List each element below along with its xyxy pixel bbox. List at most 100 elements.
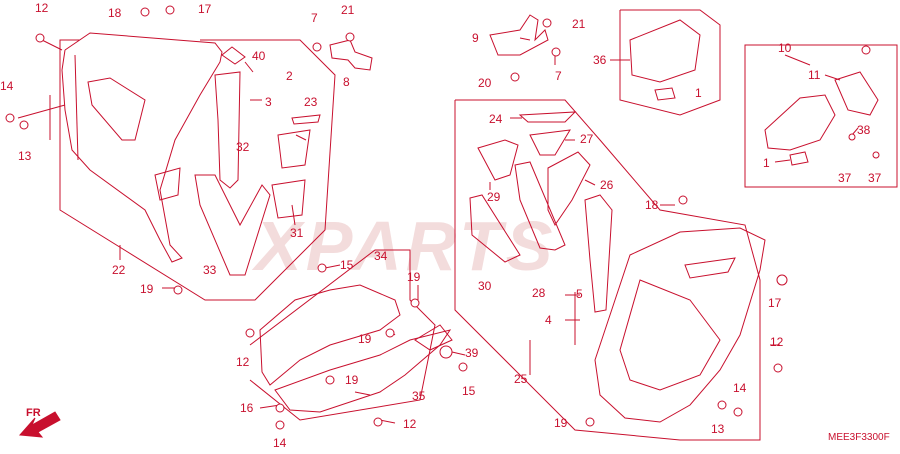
- leader-line: [295, 134, 307, 141]
- callout: 28: [532, 286, 546, 300]
- inner-panel-left-edge: [74, 54, 79, 161]
- strip-part-2: [214, 71, 241, 189]
- leader-line: [519, 37, 531, 41]
- callout: 14: [0, 79, 14, 93]
- callout: 20: [478, 76, 492, 90]
- callout: 22: [112, 263, 126, 277]
- pad-part-33: [194, 174, 271, 276]
- decal-part-30: [469, 194, 521, 263]
- leader-line: [824, 74, 841, 81]
- bolt-12-icon: [245, 328, 255, 338]
- lower-cowl-part-34: [259, 284, 401, 386]
- clip-18-icon: [140, 7, 150, 17]
- callout: 36: [593, 53, 607, 67]
- screw-19-icon: [325, 375, 335, 385]
- duct-part-36: [629, 19, 701, 83]
- callout: 11: [808, 68, 821, 82]
- decal-part-26: [547, 151, 591, 227]
- inner-panel-left-recess: [87, 77, 146, 141]
- callout-labels: 12 18 17 7 21 40 2 3 8 14 13 23 32 31 22…: [0, 1, 882, 450]
- leader-line: [451, 351, 466, 356]
- group-box-part-36: [619, 9, 721, 116]
- leader-line: [784, 54, 811, 66]
- callout: 27: [580, 132, 594, 146]
- bolt-21-icon: [542, 18, 552, 28]
- callout: 32: [236, 140, 250, 154]
- washer-37-icon: [872, 151, 880, 159]
- leader-line: [17, 104, 66, 119]
- callout: 15: [462, 384, 476, 398]
- callout: 23: [304, 95, 318, 109]
- screw-19-icon: [410, 298, 420, 308]
- leader-line: [584, 179, 596, 186]
- callout: 3: [265, 95, 272, 109]
- bracket-part-8: [329, 39, 373, 71]
- callout: 19: [407, 270, 421, 284]
- callout: 5: [576, 287, 583, 301]
- callout: 29: [487, 190, 501, 204]
- grommet-39-icon: [439, 345, 453, 359]
- callout: 33: [203, 263, 217, 277]
- callout: 14: [733, 381, 747, 395]
- clip-38-icon: [861, 45, 871, 55]
- screw-37-icon: [848, 133, 856, 141]
- side-cowl-right-logo: [684, 257, 736, 279]
- callout: 39: [465, 346, 479, 360]
- callout: 21: [341, 3, 355, 17]
- callout: 8: [343, 75, 350, 89]
- callout: 30: [478, 279, 492, 293]
- callout: 37: [868, 171, 882, 185]
- decal-part-27: [529, 129, 571, 156]
- callout: 7: [555, 69, 562, 83]
- callout: 15: [340, 258, 354, 272]
- callout: 21: [572, 17, 586, 31]
- group-box-right: [454, 99, 761, 441]
- leader-line: [354, 391, 371, 396]
- fasteners: [5, 5, 880, 430]
- callout: 1: [695, 86, 702, 100]
- callout: 12: [770, 335, 784, 349]
- tag-part-1b: [789, 151, 809, 166]
- leader-line: [291, 204, 296, 226]
- callout: 12: [35, 1, 49, 15]
- leader-line: [324, 264, 341, 269]
- pad-part-23: [291, 114, 321, 125]
- nut-13-icon: [19, 120, 29, 130]
- lower-cowl-group-box: [249, 249, 436, 421]
- callout: 35: [412, 389, 426, 403]
- inner-panel-left-tab: [154, 167, 181, 201]
- group-box-left: [59, 39, 336, 301]
- callout: 26: [600, 178, 614, 192]
- diagram-lines: [17, 9, 898, 441]
- diagram-code: MEE3F3300F: [828, 432, 890, 443]
- callout: 24: [489, 112, 503, 126]
- callout: 19: [358, 332, 372, 346]
- nut-13-icon: [717, 400, 727, 410]
- screw-19-icon: [585, 417, 595, 427]
- callout: 12: [236, 355, 250, 369]
- inner-panel-left-outline: [61, 32, 223, 263]
- bolt-12-icon: [35, 33, 45, 43]
- pad-part-32: [277, 129, 311, 169]
- decal-part-24: [518, 111, 577, 123]
- callout: 31: [290, 226, 304, 240]
- screw-15-icon: [317, 263, 327, 273]
- clip-16-icon: [275, 403, 285, 413]
- bolt-14-icon: [275, 420, 285, 430]
- cover-part-11: [834, 71, 879, 116]
- decal-part-29: [477, 139, 519, 181]
- strip-part-5: [584, 194, 613, 313]
- callout: 25: [514, 372, 528, 386]
- tag-part-40: [221, 46, 246, 65]
- bracket-part-9: [489, 14, 549, 56]
- fr-arrow-icon: [18, 411, 61, 438]
- leader-line: [41, 39, 63, 51]
- callout: 17: [198, 2, 212, 16]
- callout: 19: [345, 373, 359, 387]
- bolt-21-icon: [345, 32, 355, 42]
- callout: 34: [374, 249, 388, 263]
- callout: 17: [768, 296, 782, 310]
- side-cowl-right-inner: [619, 279, 721, 391]
